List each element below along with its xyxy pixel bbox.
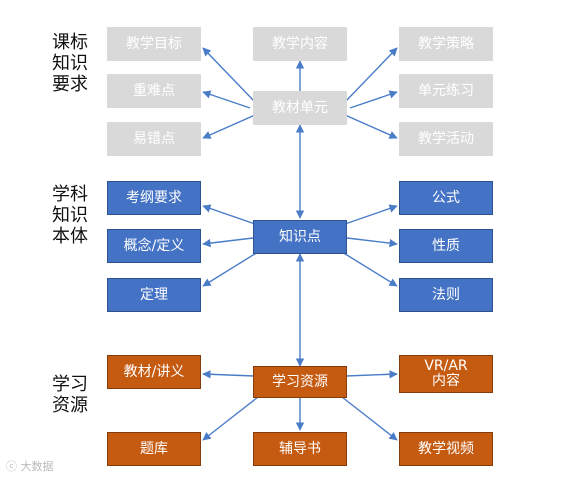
node-knowledge-point: 知识点 [253, 220, 347, 254]
line-unit-keydiff [202, 90, 251, 109]
node-formula: 公式 [399, 181, 493, 215]
watermark-logo-icon: ⓒ [6, 460, 21, 473]
watermark-text: 大数据 [20, 460, 54, 473]
node-textbook-notes: 教材/讲义 [107, 355, 201, 389]
line-kp-property [346, 237, 398, 248]
node-property: 性质 [399, 229, 493, 263]
node-teaching-video: 教学视频 [399, 432, 493, 466]
node-concept: 概念/定义 [107, 229, 201, 263]
line-kp-rule [341, 251, 398, 287]
label-curriculum-requirements: 课标知识要求 [52, 32, 88, 95]
node-question-bank: 题库 [107, 432, 201, 466]
node-tutorial-book: 辅导书 [253, 432, 347, 466]
line-res-bank [202, 396, 259, 441]
line-unit-activity [344, 114, 398, 139]
line-kp-concept [202, 237, 254, 248]
node-teaching-goal: 教学目标 [107, 27, 201, 61]
line-unit-practice [349, 90, 398, 109]
label-subject-knowledge: 学科知识本体 [52, 184, 88, 247]
line-unit-goal [202, 47, 256, 103]
node-teaching-activity: 教学活动 [399, 122, 493, 156]
label-learning-resources: 学习资源 [52, 374, 88, 416]
line-unit-strategy [344, 47, 398, 103]
node-rule: 法则 [399, 278, 493, 312]
line-res-video [341, 396, 398, 441]
node-error-prone: 易错点 [107, 122, 201, 156]
node-teaching-content: 教学内容 [253, 27, 347, 61]
node-learning-resources: 学习资源 [253, 366, 347, 398]
node-vr-ar: VR/AR内容 [399, 355, 493, 393]
line-res-vrar [345, 370, 398, 379]
node-key-difficult: 重难点 [107, 74, 201, 108]
node-syllabus: 考纲要求 [107, 181, 201, 215]
node-unit-practice: 单元练习 [399, 74, 493, 108]
line-kp-theorem [202, 251, 259, 287]
node-textbook-unit: 教材单元 [253, 91, 347, 125]
watermark: ⓒ 大数据 [6, 458, 54, 474]
line-unit-error [202, 114, 256, 139]
node-teaching-strategy: 教学策略 [399, 27, 493, 61]
line-kp-syllabus [202, 204, 256, 225]
line-kp-formula [344, 204, 398, 225]
node-theorem: 定理 [107, 278, 201, 312]
line-res-textbook [202, 370, 255, 379]
